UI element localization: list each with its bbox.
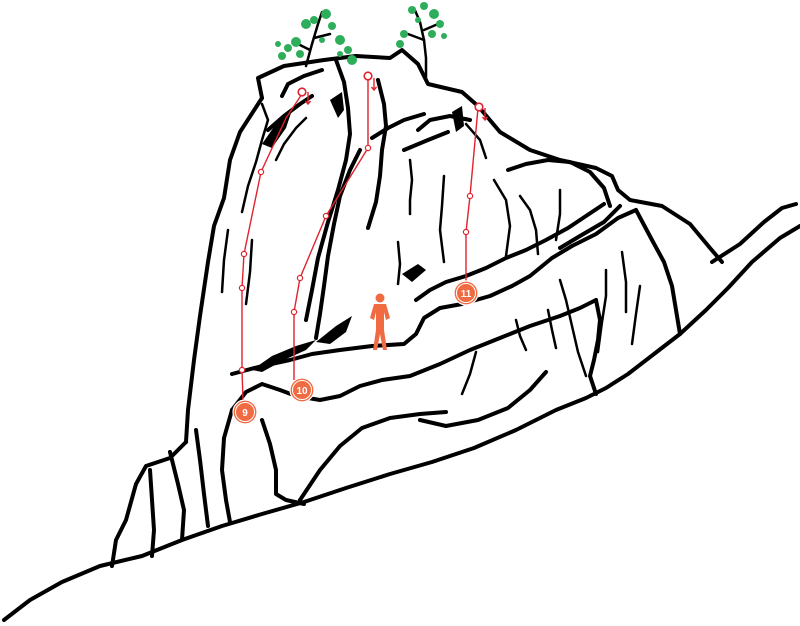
route-11[interactable] xyxy=(463,103,487,282)
rock-shadows xyxy=(252,92,464,372)
climber-icon xyxy=(370,294,390,351)
lower-off-arrow-icon xyxy=(372,78,377,90)
anchor-icon xyxy=(475,103,483,111)
bolt-icon xyxy=(239,285,244,290)
bolt-icon xyxy=(239,367,244,372)
bolt-icon xyxy=(467,193,472,198)
anchor-icon xyxy=(298,88,306,96)
rock-outline xyxy=(4,50,800,620)
anchor-icon xyxy=(364,72,372,80)
bolt-icon xyxy=(365,145,370,150)
route-number-9: 9 xyxy=(242,408,248,419)
route-number-11: 11 xyxy=(461,289,472,300)
bolt-icon xyxy=(258,169,263,174)
bolt-icon xyxy=(323,213,328,218)
bolt-icon xyxy=(297,275,302,280)
bolt-icon xyxy=(291,309,296,314)
bolt-icon xyxy=(241,251,246,256)
bolt-icon xyxy=(463,229,468,234)
route-badge-10[interactable]: 10 xyxy=(290,378,314,402)
route-badge-11[interactable]: 11 xyxy=(454,281,478,305)
route-number-10: 10 xyxy=(296,386,308,397)
rock-cracks xyxy=(222,60,640,394)
route-badge-9[interactable]: 9 xyxy=(233,400,257,424)
